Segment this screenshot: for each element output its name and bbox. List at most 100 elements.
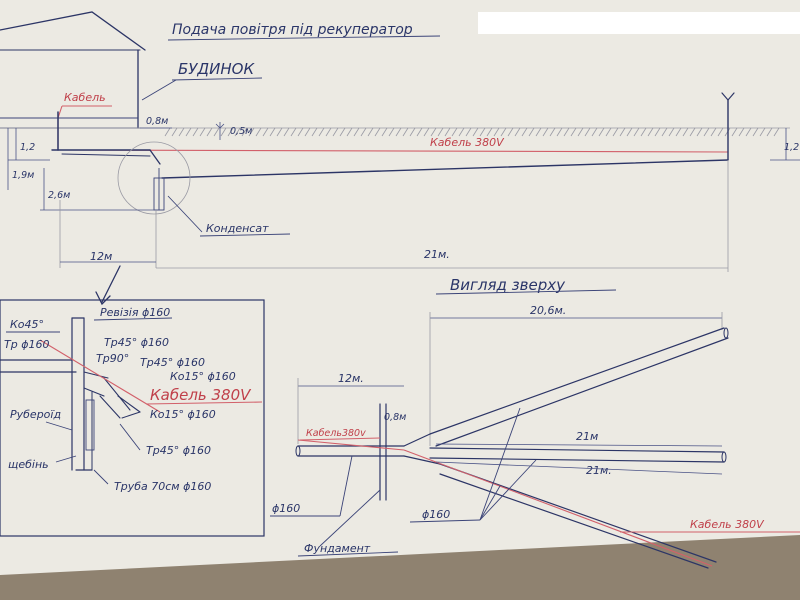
ground-hatch-mark: [192, 127, 199, 137]
detail-arrow-head: [95, 291, 111, 306]
ground-hatch-mark: [234, 127, 241, 137]
detail-tr160: Тр ϕ160: [4, 338, 49, 351]
ground-hatch-mark: [248, 127, 255, 137]
ground-hatch-mark: [241, 127, 248, 137]
ground-hatch-mark: [353, 127, 360, 137]
ground-hatch-mark: [661, 127, 668, 137]
table-surface: [0, 535, 800, 600]
ground-hatch-mark: [416, 127, 423, 137]
ground-hatch-mark: [395, 127, 402, 137]
ground-hatch-mark: [374, 127, 381, 137]
detail-ko15-160-a: Ко15° ϕ160: [170, 370, 236, 383]
top-cable380-right: Кабель 380V: [690, 518, 765, 531]
ground-hatch-mark: [773, 127, 780, 137]
top-phi160-leader-a: [479, 407, 521, 521]
ground-hatch-mark: [339, 127, 346, 137]
top-phi160-left-leader: [339, 455, 353, 517]
ground-hatch-mark: [409, 127, 416, 137]
ground-hatch-mark: [451, 127, 458, 137]
detail-tr45-leader: [119, 423, 141, 451]
detail-box: [0, 299, 265, 537]
dim-1-9: 1,9м: [12, 170, 34, 181]
ground-hatch-mark: [171, 127, 178, 137]
ground-hatching: [164, 127, 780, 137]
ground-hatch-mark: [563, 127, 570, 137]
top-dim-0-8: 0,8м: [384, 412, 406, 423]
ground-hatch-mark: [199, 127, 206, 137]
top-dim-21-b: 21м.: [586, 464, 612, 477]
ground-hatch-mark: [444, 127, 451, 137]
ground-hatch-mark: [745, 127, 752, 137]
ground-hatch-mark: [612, 127, 619, 137]
condensate-leader: [167, 195, 203, 233]
detail-arrow-shaft: [101, 265, 121, 303]
ground-hatch-mark: [619, 127, 626, 137]
house-label-underline: [171, 77, 263, 81]
ground-hatch-mark: [185, 127, 192, 137]
top-dim-21-a-line: [435, 443, 723, 447]
ground-hatch-mark: [689, 127, 696, 137]
ground-hatch-mark: [318, 127, 325, 137]
ground-hatch-mark: [528, 127, 535, 137]
ground-hatch-mark: [535, 127, 542, 137]
cable-380-label-side: Кабель 380V: [430, 136, 505, 149]
ground-hatch-mark: [458, 127, 465, 137]
condensate-label: Конденсат: [206, 222, 269, 235]
detail-kabel380: Кабель 380V: [150, 386, 252, 404]
ground-hatch-mark: [738, 127, 745, 137]
detail-shchebin: щебінь: [8, 458, 49, 471]
top-cable-line-a: [297, 439, 405, 451]
ground-hatch-mark: [472, 127, 479, 137]
ground-hatch-mark: [381, 127, 388, 137]
top-branch-middle: [429, 447, 727, 463]
top-view-heading-underline: [435, 289, 617, 295]
ground-hatch-mark: [346, 127, 353, 137]
ground-hatch-mark: [640, 127, 647, 137]
house-leader: [141, 79, 177, 101]
ground-hatch-mark: [164, 127, 171, 137]
ground-hatch-mark: [255, 127, 262, 137]
ground-hatch-mark: [297, 127, 304, 137]
redaction-box: [478, 12, 800, 34]
ground-hatch-mark: [633, 127, 640, 137]
dim-0-5: 0,5м: [230, 126, 252, 137]
ground-hatch-mark: [521, 127, 528, 137]
detail-circle: [117, 141, 191, 215]
ground-hatch-mark: [675, 127, 682, 137]
top-foundation-leader: [319, 489, 381, 547]
detail-ruberoid: Рубероїд: [10, 408, 61, 421]
ground-hatch-mark: [276, 127, 283, 137]
detail-tr45-160: Тр45° ϕ160: [104, 336, 169, 349]
ground-hatch-mark: [626, 127, 633, 137]
top-phi160-mid-underline: [409, 519, 481, 523]
top-dim-20-6: 20,6м.: [530, 304, 566, 317]
detail-shchebin-leader: [55, 455, 77, 463]
dim-12-side: 12м: [90, 250, 112, 263]
ground-hatch-mark: [591, 127, 598, 137]
ground-hatch-mark: [304, 127, 311, 137]
top-phi160-leader-b: [479, 459, 537, 521]
ground-hatch-mark: [759, 127, 766, 137]
dim-1-2-left: 1,2: [20, 142, 35, 153]
top-cable380-left-underline: [299, 437, 381, 441]
ground-hatch-mark: [332, 127, 339, 137]
ground-hatch-mark: [500, 127, 507, 137]
dim-2-6: 2,6м: [48, 190, 70, 201]
dim-0-5-arrow: [215, 123, 225, 129]
ground-hatch-mark: [262, 127, 269, 137]
dim-21-side: 21м.: [424, 248, 450, 261]
ground-hatch-mark: [766, 127, 773, 137]
ground-hatch-mark: [752, 127, 759, 137]
top-branch-upper: [403, 327, 729, 447]
ground-hatch-mark: [311, 127, 318, 137]
pipe-side-view: [51, 92, 735, 211]
ground-hatch-mark: [577, 127, 584, 137]
ground-hatch-mark: [178, 127, 185, 137]
house-label: БУДИНОК: [178, 60, 255, 78]
ground-hatch-mark: [710, 127, 717, 137]
ground-hatch-mark: [514, 127, 521, 137]
top-phi160-leader-c: [479, 485, 501, 521]
condensate-underline: [199, 233, 291, 237]
